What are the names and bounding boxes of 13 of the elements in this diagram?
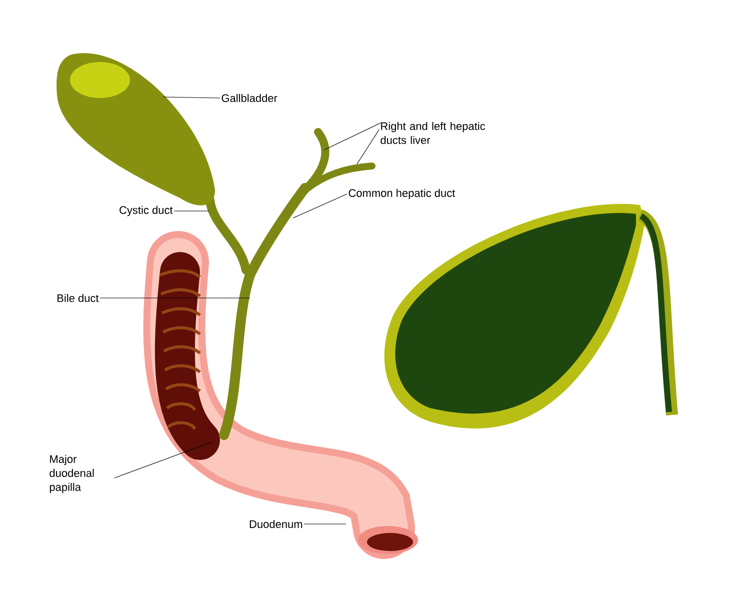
callout-label: Cystic duct — [120, 206, 173, 216]
leader-line — [324, 122, 382, 150]
leader-line — [114, 442, 212, 478]
leader-line — [292, 194, 348, 218]
leader-line — [174, 210, 210, 212]
leader-line — [162, 96, 220, 98]
callout-label: Major duodenal papilla — [50, 454, 94, 494]
leader-line — [356, 129, 380, 164]
callout-label: Common hepatic duct — [348, 188, 456, 200]
callout-label: Duodenum — [250, 520, 302, 528]
callout-label: Right and left hepatic ducts liver — [380, 122, 486, 144]
callout-label: Gallbladder — [222, 94, 278, 102]
callout-label: Bile duct — [58, 294, 99, 302]
